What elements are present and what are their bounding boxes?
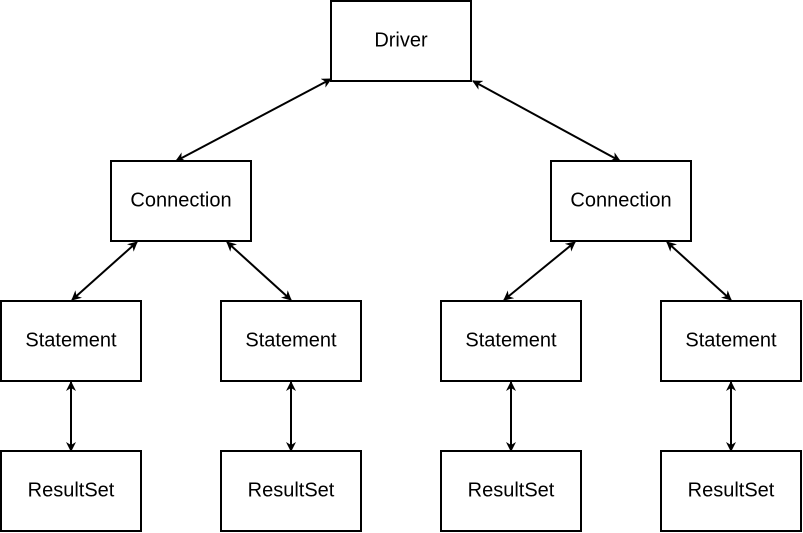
node-connection-left-label: Connection [130,189,231,211]
node-connection-left: Connection [110,160,252,242]
edge-driver-conn-right [472,80,621,162]
node-resultset-1-label: ResultSet [28,479,115,501]
node-resultset-2: ResultSet [220,450,362,532]
node-resultset-3-label: ResultSet [468,479,555,501]
node-driver-label: Driver [374,29,428,51]
node-driver: Driver [330,0,472,82]
node-statement-3-label: Statement [465,329,557,351]
node-resultset-3: ResultSet [440,450,582,532]
edge-conn-right-stmt-3 [503,241,576,301]
node-statement-1: Statement [0,300,142,382]
node-statement-2-label: Statement [245,329,337,351]
edge-conn-right-stmt-4 [666,241,732,301]
node-statement-3: Statement [440,300,582,382]
node-connection-right-label: Connection [570,189,671,211]
node-resultset-1: ResultSet [0,450,142,532]
node-statement-4-label: Statement [685,329,777,351]
node-resultset-4: ResultSet [660,450,802,532]
edge-conn-left-stmt-1 [71,241,138,301]
edge-driver-conn-left [175,78,332,162]
node-statement-1-label: Statement [25,329,117,351]
node-statement-4: Statement [660,300,802,382]
node-resultset-4-label: ResultSet [688,479,775,501]
node-connection-right: Connection [550,160,692,242]
edges [66,78,736,452]
edge-conn-left-stmt-2 [226,241,292,301]
node-statement-2: Statement [220,300,362,382]
node-resultset-2-label: ResultSet [248,479,335,501]
